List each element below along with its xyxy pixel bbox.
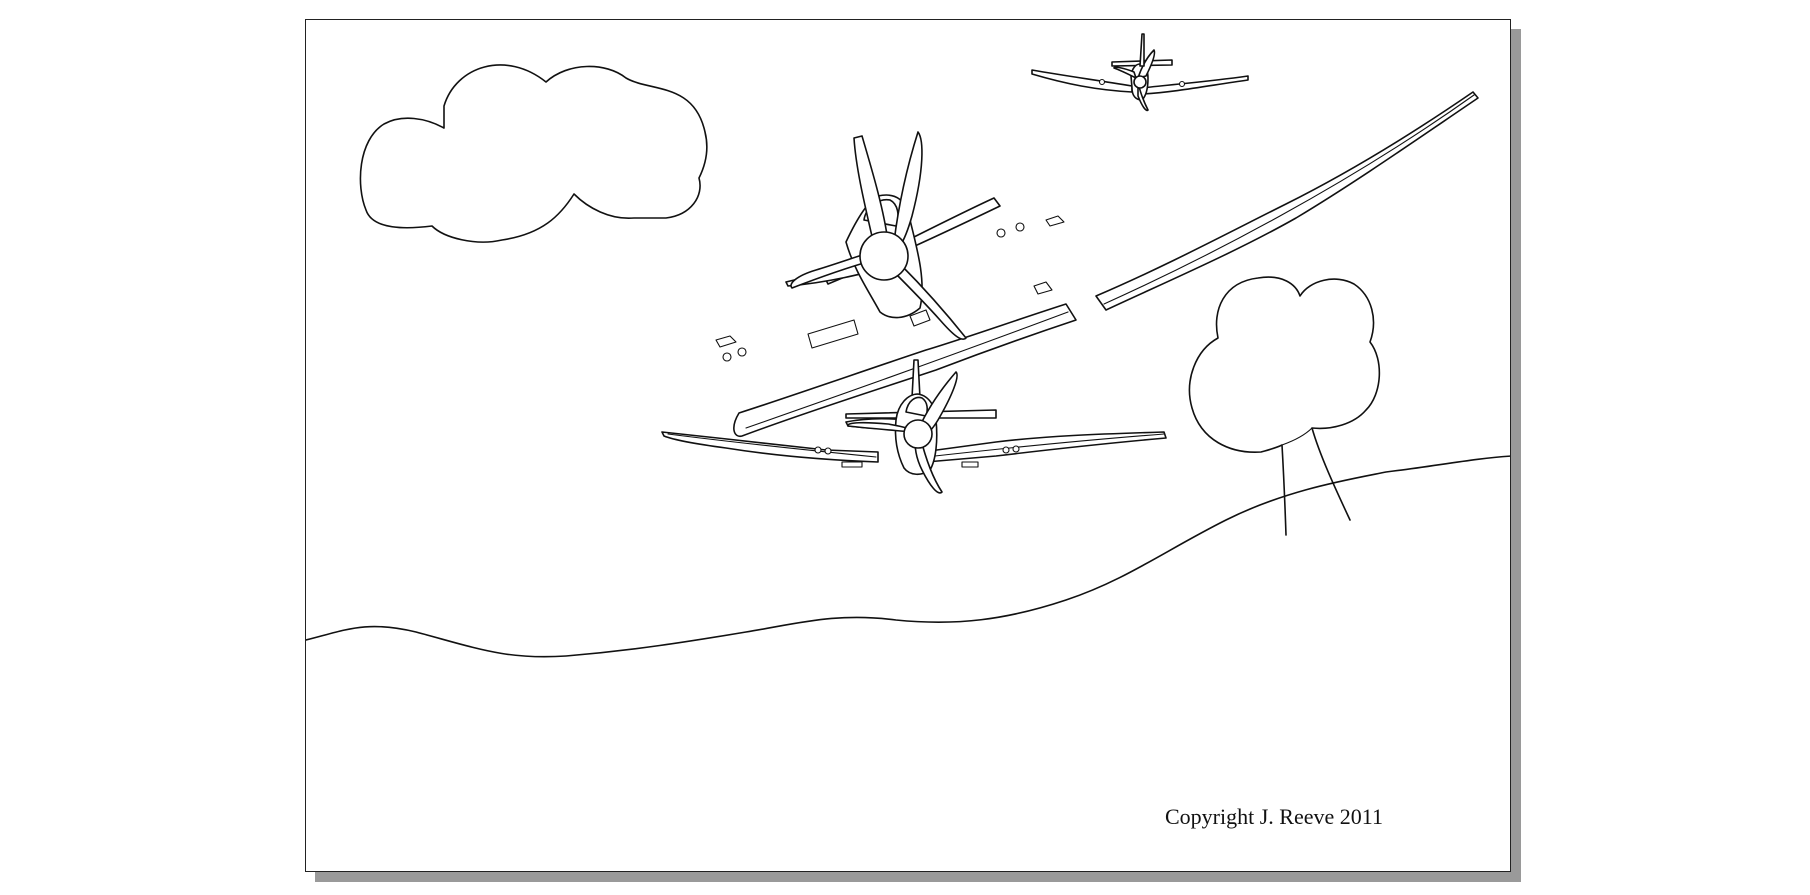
hill-line [306, 455, 1510, 658]
cloud-icon [359, 64, 708, 243]
spitfire-plane-icon [715, 91, 1479, 437]
copyright-text: Copyright J. Reeve 2011 [1165, 804, 1383, 829]
coloring-page: Copyright J. Reeve 2011 [305, 19, 1511, 872]
scene-drawing [306, 33, 1510, 658]
tree-icon [1188, 276, 1381, 536]
spitfire-plane-icon [1031, 33, 1249, 112]
spitfire-plane-icon [661, 359, 1167, 494]
